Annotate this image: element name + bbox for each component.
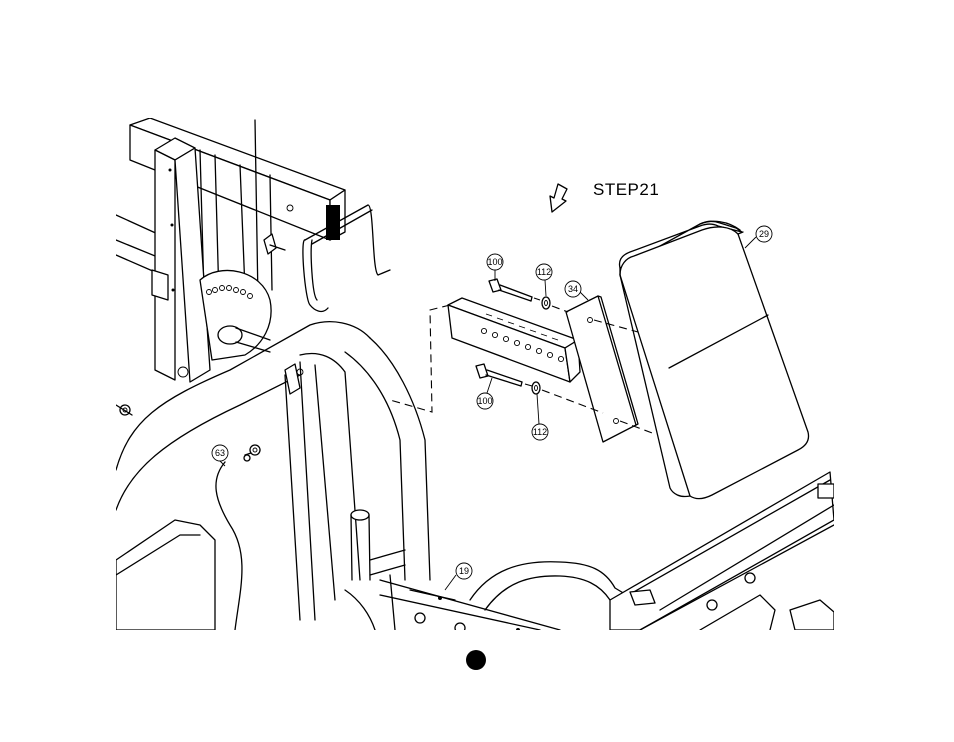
callout-number: 63 [215, 448, 225, 458]
callout-number: 19 [459, 566, 469, 576]
callout-34: 34 [565, 281, 588, 300]
cable-63 [216, 445, 260, 630]
callout-100-lower: 100 [477, 378, 493, 409]
callout-number: 34 [568, 284, 578, 294]
adjustment-disc [200, 270, 271, 360]
callout-29: 29 [745, 226, 772, 248]
lower-seat-pad [116, 520, 215, 630]
callout-number: 29 [759, 229, 769, 239]
washer-112-upper [542, 297, 550, 309]
callout-19: 19 [445, 563, 472, 590]
callout-number: 100 [487, 257, 502, 267]
callout-number: 112 [533, 427, 547, 437]
callout-63: 63 [212, 445, 228, 466]
right-lower-frame [610, 472, 834, 630]
callout-112-lower: 112 [532, 394, 548, 440]
callout-number: 112 [537, 267, 551, 277]
adjustment-bracket [448, 298, 580, 382]
back-pad-29 [619, 221, 808, 498]
callout-100-upper: 100 [487, 254, 503, 281]
step-label: STEP21 [593, 180, 659, 199]
bolt-100-lower [476, 364, 522, 386]
page-bullet-icon [466, 650, 486, 670]
callout-number: 100 [477, 396, 492, 406]
bolt-100-upper [489, 279, 532, 301]
direction-arrow-icon [550, 184, 567, 212]
washer-112-lower [532, 382, 540, 394]
callout-112-upper: 112 [536, 264, 552, 296]
